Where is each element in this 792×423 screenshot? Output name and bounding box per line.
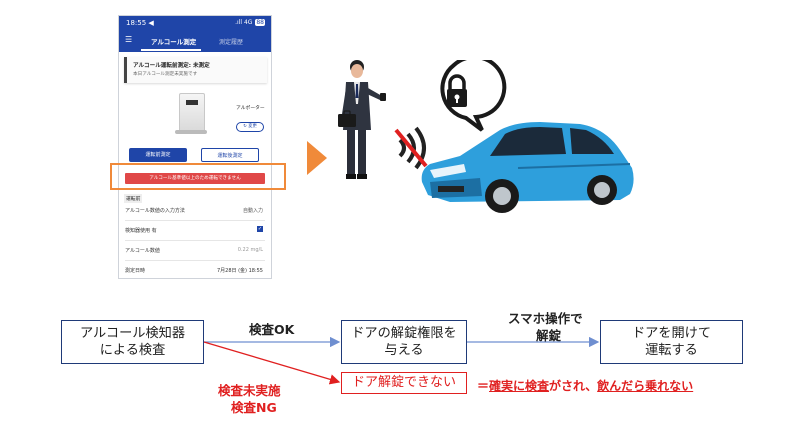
tab-history[interactable]: 測定履歴 [219,39,244,46]
app-header: 18:55 ◀ .ıll 4G 88 ☰ アルコール測定 測定履歴 [119,16,271,52]
box-line: による検査 [99,343,166,358]
detector-base [175,130,207,134]
box-grant-unlock: ドアの解錠権限を 与える [341,320,467,364]
phone-screenshot: 18:55 ◀ .ıll 4G 88 ☰ アルコール測定 測定履歴 アルコール運… [118,15,272,279]
status-title: アルコール運転前測定: 未測定 [133,63,210,69]
row-key: 測定日時 [125,268,146,274]
result-row: アルコール数値 0.22 mg/L [125,242,265,261]
row-value: 自動入力 [242,208,263,214]
status-subtitle: 本日アルコール測定未実施です [133,72,198,77]
row-key: アルコール数値 [125,248,160,254]
row-value: 7月28日 (金) 18:55 [216,268,263,274]
arrow-ng [203,341,341,385]
device-name: アルポーター [236,106,265,111]
signal-text: .ıll 4G [235,19,253,26]
row-value: 0.22 mg/L [237,247,263,253]
change-button-label: 変更 [248,124,257,129]
label-test-ng: 検査NG [231,400,277,415]
conclusion-prefix: ＝ [477,379,490,393]
checkbox-checked-icon[interactable]: ✓ [257,226,263,232]
label-smartphone: スマホ操作で [508,311,583,326]
label-not-tested: 検査未実施 [218,383,281,398]
box-line: アルコール検知器 [79,326,186,341]
box-line: 与える [384,343,424,358]
after-drive-test-button[interactable]: 運転後測定 [201,148,259,162]
businessman-icon [338,60,386,179]
box-line: ドアを開けて [631,326,712,341]
conclusion-text: ＝確実に検査がされ、飲んだら乗れない [477,377,693,394]
tab-alcohol-test[interactable]: アルコール測定 [151,38,197,46]
box-cannot-unlock: ドア解錠できない [341,372,467,394]
status-time: 18:55 ◀ [126,19,154,27]
row-key: 検知器使用 有 [125,228,157,234]
conclusion-part2: 飲んだら乗れない [597,379,694,393]
conclusion-mid: がされ、 [549,379,598,393]
box-drive: ドアを開けて 運転する [600,320,743,364]
warning-highlight-frame [110,163,286,190]
active-tab-indicator [141,49,201,51]
result-row: アルコール数値の入力方法 自動入力 [125,202,265,221]
row-key: アルコール数値の入力方法 [125,208,185,214]
result-row: 測定日時 7月28日 (金) 18:55 [125,262,265,278]
warning-banner: アルコール基準値以上のため運転できません [125,173,265,184]
before-drive-test-button[interactable]: 運転前測定 [129,148,187,162]
label-test-ok: 検査OK [249,322,295,337]
box-line: ドアの解錠権限を [351,326,457,341]
car-icon [421,122,634,213]
section-label: 運転前 [124,194,143,203]
refresh-icon: ↻ [243,124,247,129]
detector-screen [186,100,198,105]
test-status-card: アルコール運転前測定: 未測定 本日アルコール測定未実施です [124,57,267,83]
illustration [338,60,634,213]
conclusion-part1: 確実に検査 [489,379,550,393]
label-unlock: 解錠 [536,328,562,343]
lock-icon [440,60,507,132]
orange-arrow-icon [307,141,327,175]
battery-icon: 88 [255,19,265,26]
menu-icon[interactable]: ☰ [125,35,133,44]
box-line: 運転する [645,343,698,358]
status-signal: .ıll 4G 88 [235,19,265,26]
no-signal-icon [394,126,428,170]
box-alcohol-test: アルコール検知器 による検査 [61,320,204,364]
alcohol-detector-image [179,93,205,133]
result-row: 検知器使用 有 ✓ [125,222,265,241]
change-device-button[interactable]: ↻ 変更 [236,122,264,132]
